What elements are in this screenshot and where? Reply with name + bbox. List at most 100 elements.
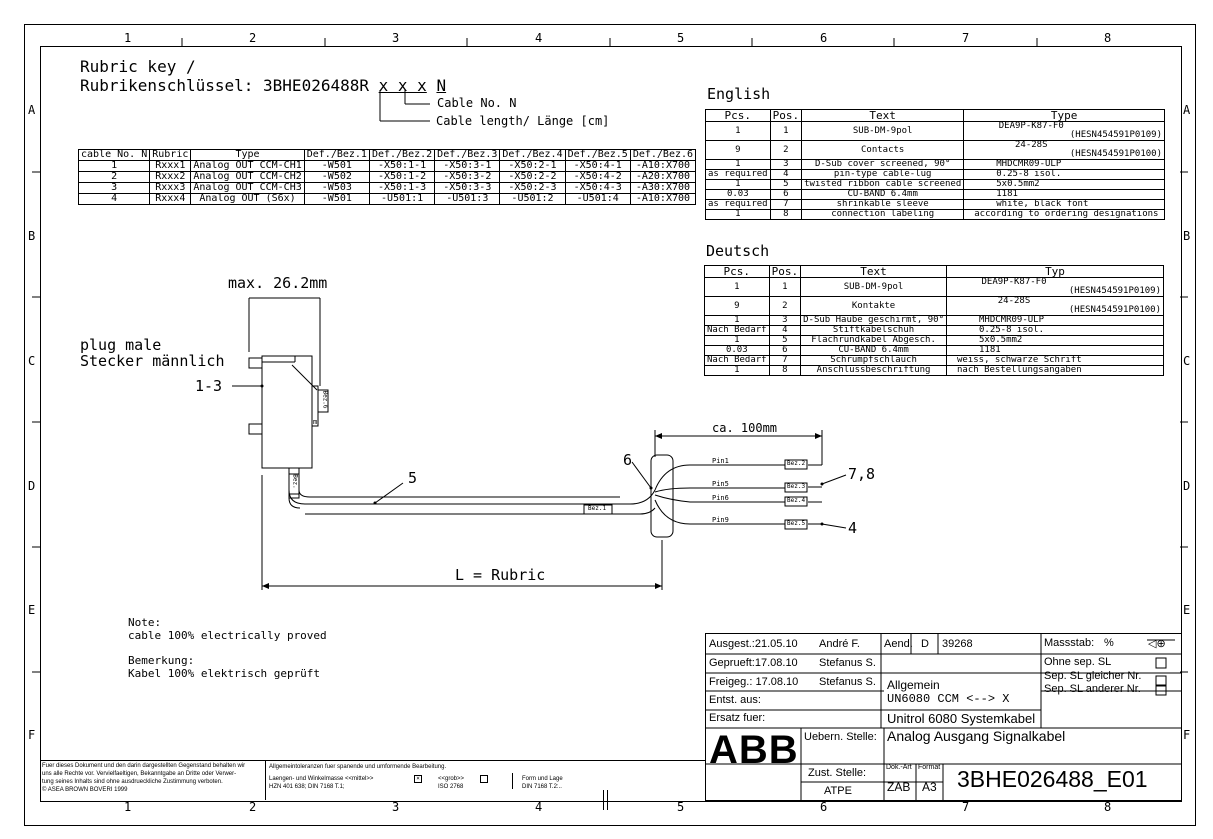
zone-col: 6 — [820, 31, 828, 45]
note-heading: Note: — [128, 616, 162, 629]
deutsch-title: Deutsch — [706, 242, 770, 260]
zone-row: B — [28, 229, 36, 243]
m-label: m — [313, 418, 318, 426]
zone-row: A — [28, 103, 36, 117]
freigeg-name: Stefanus S. — [819, 676, 876, 688]
entst-value: UN6080 CCM <--> X — [887, 692, 1010, 706]
table-cell: -U501:4 — [564, 193, 631, 205]
divider — [512, 773, 513, 789]
zone-col: 3 — [392, 800, 400, 814]
rubric-code: 3BHE026488R — [263, 76, 369, 95]
table-cell: 24-28S(HESN454591P0100) — [963, 140, 1165, 160]
cable-no-label: Cable No. N — [437, 96, 517, 110]
ref-label: 5 — [408, 469, 418, 487]
zust-label: Zust. Stelle: — [808, 767, 867, 779]
table-cell: 1 — [705, 209, 771, 220]
type-ref: (HESN454591P0100) — [1068, 305, 1161, 315]
type-value: nach Bestellungsangaben — [957, 365, 1082, 375]
type-value: weiss, schwarze Schrift — [957, 355, 1082, 365]
zone-row: E — [28, 603, 36, 617]
bez-label: Bez.4 — [787, 497, 806, 504]
notes: Note: cable 100% electrically proved Bem… — [128, 616, 327, 680]
allgemein-label: Allgemein — [887, 678, 940, 692]
table-cell: connection labeling — [801, 209, 965, 220]
document-number: 3BHE026488_E01 — [957, 766, 1148, 792]
drawing-border — [40, 46, 1182, 802]
pin-label: Pin1 — [712, 457, 729, 465]
type-value: DEA9P-K87-F0 — [981, 277, 1047, 287]
table-cell: -A10:X700 — [629, 193, 697, 205]
tolerance-text: Allgemeintoleranzen fuer spanende und um… — [269, 764, 447, 770]
zone-row: F — [1183, 728, 1191, 742]
type-value: 1181 — [996, 189, 1018, 199]
table-cell: 1 — [704, 365, 770, 376]
type-value: 0.25-8 isol. — [979, 325, 1045, 335]
type-value: MHDCMR09-ULP — [979, 315, 1045, 325]
zone-col: 3 — [392, 31, 400, 45]
doc-title-2: Analog Ausgang Signalkabel — [887, 728, 1066, 744]
massstab-value: % — [1104, 637, 1114, 649]
type-ref: (HESN454591P0109) — [1068, 286, 1161, 296]
zone-row: D — [1183, 479, 1191, 493]
rubric-line1: Rubric key / — [80, 57, 196, 76]
zone-col: 4 — [535, 31, 543, 45]
zone-col: 8 — [1104, 31, 1112, 45]
legal-line: tung seines Inhalts sind ohne ausdrueckl… — [42, 779, 223, 785]
ref-label: 7,8 — [848, 465, 876, 483]
table-cell: according to ordering designations — [963, 209, 1165, 220]
zone-row: B — [1183, 229, 1191, 243]
bez-label: Bez.6 — [321, 390, 329, 409]
entst-label: Entst. aus: — [709, 694, 761, 706]
zone-col: 5 — [677, 800, 685, 814]
aend-letter: D — [921, 638, 929, 650]
table-cell: nach Bestellungsangaben — [946, 365, 1164, 376]
plug-label-de: Stecker männlich — [80, 352, 225, 370]
zone-col: 8 — [1104, 800, 1112, 814]
pin-label: Pin5 — [712, 480, 729, 488]
ref-label: 6 — [623, 451, 633, 469]
zone-col: 2 — [249, 800, 257, 814]
uebern-label: Uebern. Stelle: — [804, 731, 877, 743]
tolerance-text: Form und Lage — [522, 776, 563, 782]
bez-label: Bez.5 — [787, 520, 806, 527]
rubric-vars: x x x — [378, 76, 427, 95]
pin-label: Pin6 — [712, 494, 729, 502]
sheet-border — [24, 24, 1196, 826]
projection-icon: ◁⊕ — [1148, 638, 1166, 650]
zone-col: 7 — [962, 31, 970, 45]
bez-label: Bez.2 — [787, 460, 806, 467]
checkbox-icon — [480, 775, 488, 783]
type-ref: (HESN454591P0109) — [1069, 130, 1162, 140]
length-label: L = Rubric — [455, 566, 546, 584]
zone-col: 6 — [820, 800, 828, 814]
zone-col: 1 — [124, 31, 132, 45]
zone-col: 7 — [962, 800, 970, 814]
legal-line: © ASEA BROWN BOVERI 1999 — [42, 787, 128, 793]
plug-label-en: plug male — [80, 336, 162, 354]
rubric-n: N — [436, 76, 447, 95]
type-value: 5x0.5mm2 — [979, 335, 1023, 345]
abb-logo: ABB — [709, 728, 799, 772]
type-value: white, black font — [996, 199, 1089, 209]
english-title: English — [707, 85, 771, 103]
zone-col: 5 — [677, 31, 685, 45]
type-value: 5x0.5mm2 — [996, 179, 1040, 189]
legal-line: Fuer dieses Dokument und den darin darge… — [42, 763, 246, 769]
tolerance-text: HZN 401 638; DIN 7168 T.1; — [269, 784, 345, 790]
tolerance-text: DIN 7168 T.2:.. — [522, 784, 562, 790]
zone-row: C — [1183, 354, 1191, 368]
bez-label: Bez.1 — [588, 505, 607, 512]
max-dimension-label: max. 26.2mm — [228, 274, 328, 292]
zone-row: F — [28, 728, 36, 742]
